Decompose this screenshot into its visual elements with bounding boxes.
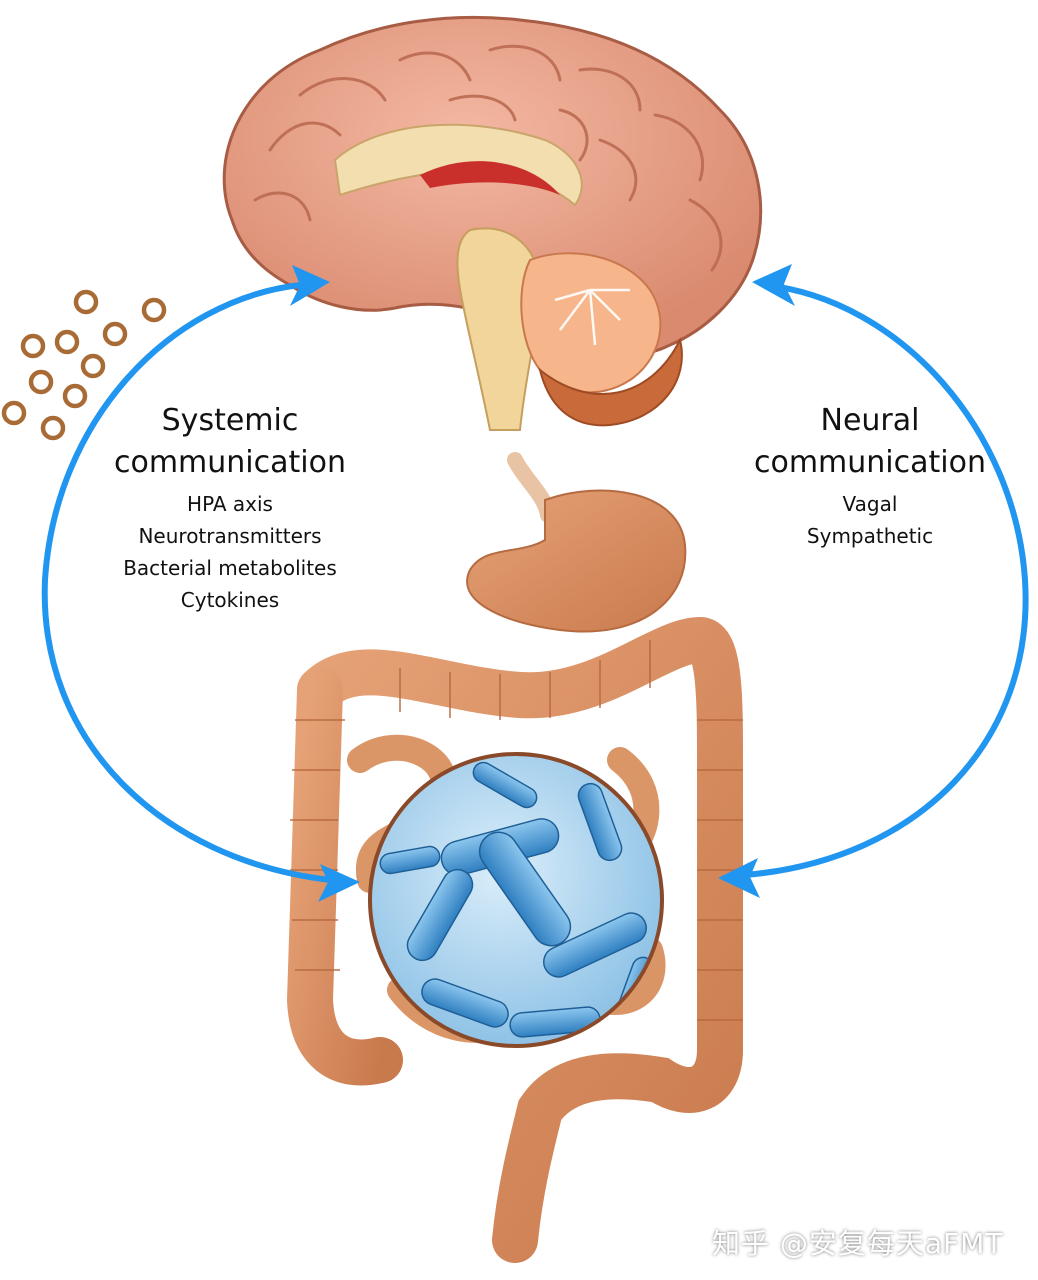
systemic-arrowhead-bottom	[318, 864, 360, 902]
systemic-heading-line2: communication	[113, 445, 346, 480]
systemic-item: HPA axis	[187, 492, 273, 516]
systemic-arrow	[41, 282, 333, 883]
neural-arrowhead-top	[752, 264, 795, 306]
neural-communication-label: Neural communication Vagal Sympathetic	[730, 400, 1010, 552]
systemic-item: Cytokines	[180, 588, 280, 612]
particle-circles	[1, 289, 167, 441]
systemic-communication-label: Systemic communication HPA axis Neurotra…	[60, 400, 400, 616]
watermark: 知乎 @安复每天aFMT	[712, 1227, 1004, 1260]
systemic-arrowhead-top	[290, 265, 330, 306]
systemic-item: Neurotransmitters	[138, 524, 322, 548]
bacteria-magnifier	[368, 752, 664, 1048]
neural-heading-line1: Neural	[820, 403, 920, 438]
systemic-heading-line1: Systemic	[161, 403, 299, 438]
neural-heading-line2: communication	[753, 445, 986, 480]
neural-arrow	[742, 282, 1029, 878]
brain-illustration	[222, 15, 763, 431]
neural-item: Sympathetic	[806, 524, 934, 548]
neural-arrowhead-bottom	[718, 858, 760, 898]
neural-item: Vagal	[842, 492, 898, 516]
systemic-item: Bacterial metabolites	[123, 556, 337, 580]
